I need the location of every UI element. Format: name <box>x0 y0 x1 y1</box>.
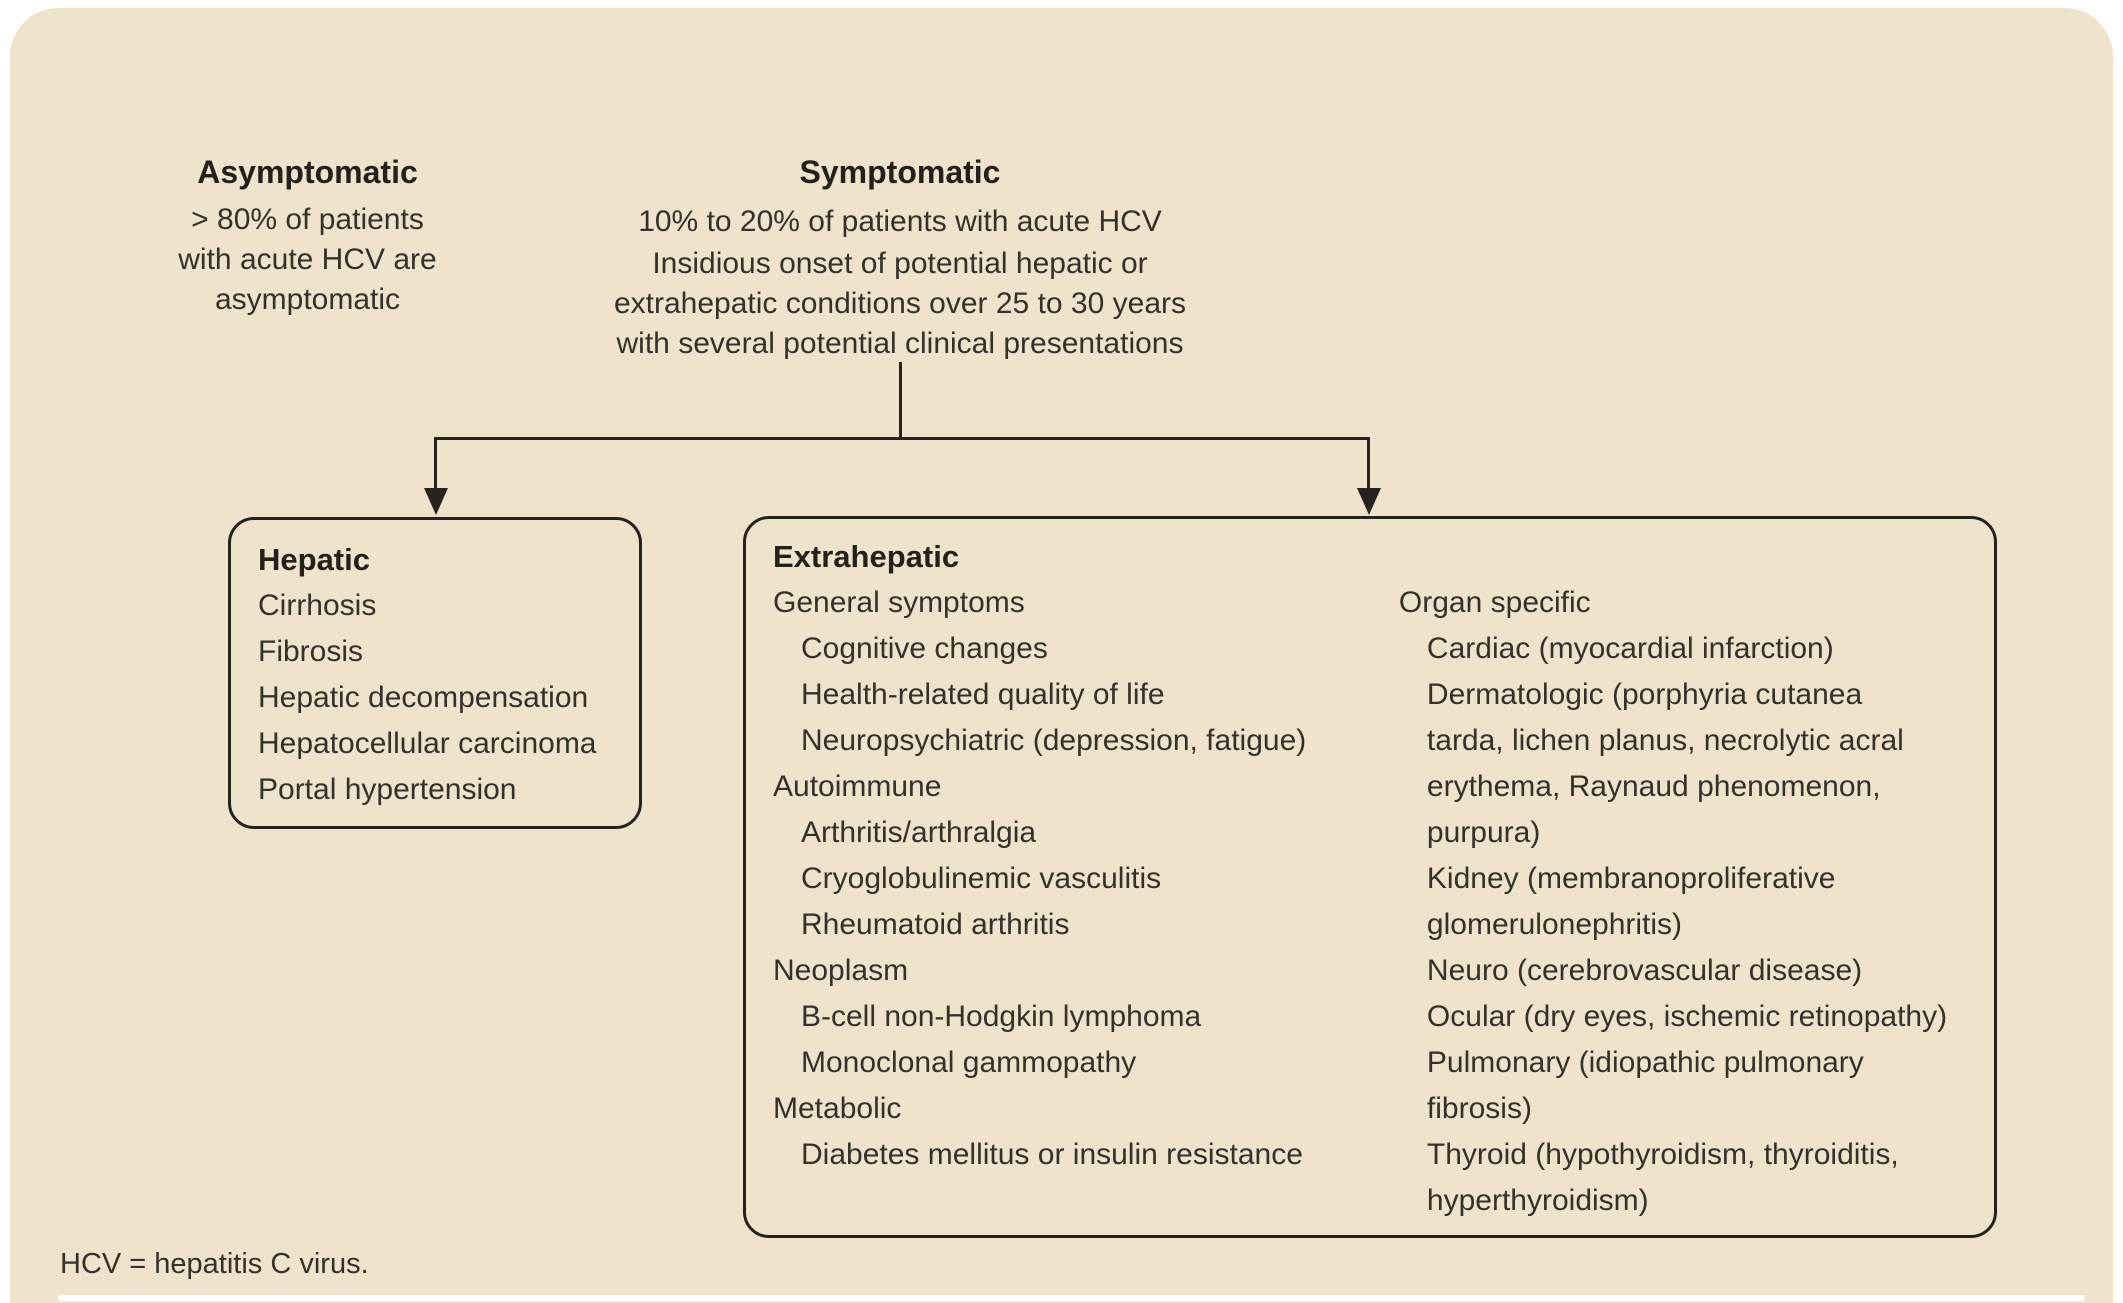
list-item: Dermatologic (porphyria cutanea tarda, l… <box>1426 678 1904 849</box>
list-item: Health-related quality of life <box>801 678 1165 711</box>
list-item: Kidney (membranoproliferative glomerulon… <box>1426 862 1836 941</box>
connector-drop-right <box>1367 437 1370 490</box>
list-item: Cirrhosis <box>258 589 377 622</box>
symptomatic-section: Symptomatic 10% to 20% of patients with … <box>570 150 1230 364</box>
asymptomatic-description: > 80% of patients with acute HCV are asy… <box>178 203 437 316</box>
list-item: Thyroid (hypothyroidism, thyroiditis, hy… <box>1426 1138 1899 1217</box>
list-item: Hepatic decompensation <box>258 681 589 714</box>
connector-drop-left <box>434 437 437 490</box>
list-item: Arthritis/arthralgia <box>801 816 1037 849</box>
list-item: Rheumatoid arthritis <box>801 908 1070 941</box>
asymptomatic-title: Asymptomatic <box>197 154 418 190</box>
list-item: Organ specific <box>1398 586 1591 619</box>
extrahepatic-title: Extrahepatic <box>773 539 960 574</box>
list-item: B-cell non-Hodgkin lymphoma <box>801 1000 1202 1033</box>
figure-card: Asymptomatic > 80% of patients with acut… <box>10 8 2113 1303</box>
list-item: Monoclonal gammopathy <box>801 1046 1137 1079</box>
list-item: Diabetes mellitus or insulin resistance <box>801 1138 1303 1171</box>
hepatic-title: Hepatic <box>258 542 370 577</box>
list-item: Cardiac (myocardial infarction) <box>1426 632 1834 665</box>
list-item: Autoimmune <box>773 770 942 803</box>
bottom-divider <box>58 1295 2085 1301</box>
list-item: General symptoms <box>773 586 1025 619</box>
down-arrowhead-right-icon <box>1357 488 1381 515</box>
list-item: Neoplasm <box>773 954 909 987</box>
list-item: Cognitive changes <box>801 632 1048 665</box>
list-item: Cryoglobulinemic vasculitis <box>801 862 1162 895</box>
list-item: Ocular (dry eyes, ischemic retinopathy) <box>1426 1000 1948 1033</box>
down-arrowhead-left-icon <box>424 488 448 515</box>
footnote: HCV = hepatitis C virus. <box>60 1248 369 1280</box>
list-item: Neuro (cerebrovascular disease) <box>1426 954 1863 987</box>
list-item: Fibrosis <box>258 635 364 668</box>
list-item: Neuropsychiatric (depression, fatigue) <box>801 724 1307 757</box>
symptomatic-title: Symptomatic <box>799 154 1001 190</box>
list-item: Hepatocellular carcinoma <box>258 727 597 760</box>
connector-horizontal-line <box>434 437 1370 440</box>
connector-stem <box>899 362 902 437</box>
list-item: Metabolic <box>773 1092 902 1125</box>
list-item: Portal hypertension <box>258 773 517 806</box>
list-item: Pulmonary (idiopathic pulmonary fibrosis… <box>1426 1046 1864 1125</box>
symptomatic-description: Insidious onset of potential hepatic or … <box>613 247 1186 360</box>
asymptomatic-section: Asymptomatic > 80% of patients with acut… <box>105 150 510 320</box>
symptomatic-stat: 10% to 20% of patients with acute HCV <box>638 205 1162 238</box>
